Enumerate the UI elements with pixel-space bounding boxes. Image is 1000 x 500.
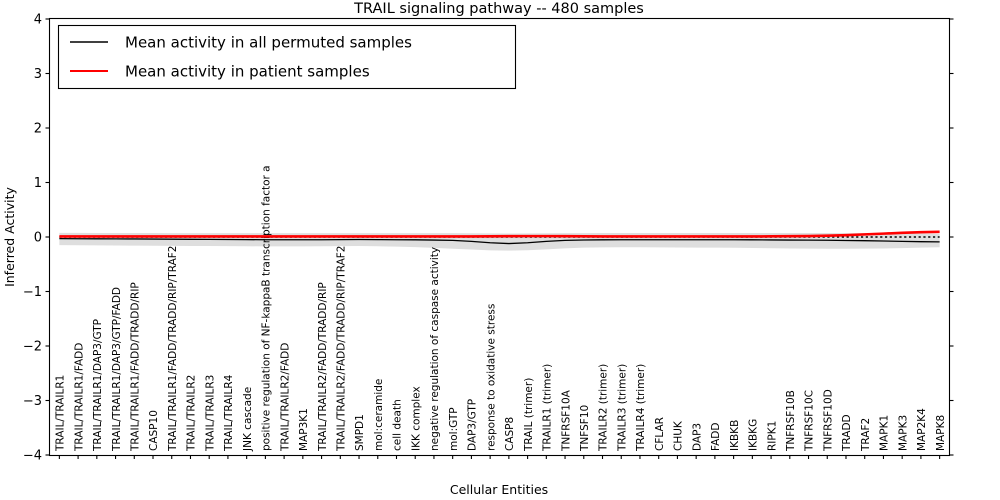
x-tick-label: TRAF2	[860, 418, 872, 452]
chart-legend: Mean activity in all permuted samplesMea…	[57, 24, 517, 90]
plot-area: 4 3 2 1 0 −1 −2 −3 −4 TRAIL/TRAILR1 TRAIL/TRAILR1…	[23, 13, 954, 464]
x-tick-label: mol:ceramide	[373, 379, 385, 451]
x-tick-label: TRAIL/TRAILR3	[204, 375, 216, 452]
x-tick-label: TRADD	[841, 414, 853, 452]
patient-mean-line	[59, 230, 940, 238]
y-tick-label: 1	[34, 176, 42, 191]
x-tick-label: DAP3/GTP	[467, 399, 479, 451]
y-axis-label: Inferred Activity	[2, 186, 17, 286]
y-tick-label: 2	[34, 122, 42, 137]
x-tick-label: TRAIL/TRAILR4	[223, 374, 235, 452]
y-tick-label: 4	[34, 13, 42, 28]
x-tick-label: MAPK8	[935, 415, 947, 451]
x-tick-label: TRAILR1 (trimer)	[542, 364, 554, 452]
y-tick-label: 0	[34, 231, 42, 246]
x-tick-label: IKBKG	[748, 419, 760, 451]
x-tick-label: MAP3K1	[298, 408, 310, 451]
y-tick-label: 3	[34, 67, 42, 82]
x-tick-label: TRAIL/TRAILR2	[186, 375, 198, 452]
x-tick-label: CASP10	[148, 410, 160, 451]
x-tick-label: DAP3	[691, 423, 703, 451]
x-tick-label: IKBKB	[729, 420, 741, 451]
x-tick-label: TNFRSF10D	[822, 389, 834, 452]
x-tick-label: FADD	[710, 423, 722, 451]
y-tick-label: −2	[23, 340, 42, 355]
x-tick-label: TNFRSF10A	[560, 389, 572, 452]
x-tick-label: TRAIL/TRAILR2/FADD/TRADD/RIP	[317, 282, 329, 452]
legend-label: Mean activity in patient samples	[125, 63, 370, 81]
legend-label: Mean activity in all permuted samples	[125, 34, 412, 52]
x-tick-label: TRAIL (trimer)	[523, 378, 535, 452]
x-tick-label: TNFRSF10C	[804, 390, 816, 452]
x-tick-label: CHUK	[673, 420, 685, 451]
plot-frame	[48, 17, 951, 457]
x-tick-label: TRAIL/TRAILR1/FADD/TRADD/RIP/TRAF2	[167, 246, 179, 452]
x-tick-label: TRAIL/TRAILR1	[55, 375, 67, 452]
x-tick-label: TRAIL/TRAILR1/DAP3/GTP	[92, 319, 104, 452]
x-tick-label: TRAILR2 (trimer)	[598, 364, 610, 452]
x-tick-label: TRAIL/TRAILR1/FADD	[73, 343, 85, 452]
x-tick-label: response to oxidative stress	[485, 304, 497, 451]
x-tick-label: IKK complex	[410, 386, 422, 451]
legend-items: Mean activity in all permuted samplesMea…	[70, 34, 412, 81]
x-axis-label: Cellular Entities	[450, 482, 548, 497]
x-tick-label: RIPK1	[766, 421, 778, 451]
x-tick-label: MAPK1	[879, 415, 891, 451]
x-tick-label: TNFSF10	[579, 405, 591, 452]
x-tick-label: positive regulation of NF-kappaB transcr…	[261, 165, 273, 451]
chart-title: TRAIL signaling pathway -- 480 samples	[353, 1, 644, 17]
legend-box	[57, 24, 517, 90]
x-tick-label: CFLAR	[654, 417, 666, 451]
x-tick-label: SMPD1	[354, 414, 366, 451]
x-tick-label: TRAILR4 (trimer)	[635, 364, 647, 452]
x-tick-label: TRAIL/TRAILR1/DAP3/GTP/FADD	[111, 287, 123, 452]
x-tick-label: TNFRSF10B	[785, 390, 797, 452]
x-tick-label: TRAIL/TRAILR1/FADD/TRADD/RIP	[129, 282, 141, 452]
y-tick-label: −3	[23, 394, 42, 409]
x-tick-label: MAPK3	[897, 415, 909, 451]
x-tick-label: mol:GTP	[448, 407, 460, 451]
x-tick-label: JNK cascade	[242, 387, 254, 452]
x-tick-label: cell death	[392, 399, 404, 451]
x-tick-label: MAP2K4	[916, 408, 928, 451]
x-tick-label: TRAIL/TRAILR2/FADD	[279, 343, 291, 452]
y-tick-label: −1	[23, 285, 42, 300]
permuted-mean-line	[59, 237, 940, 245]
x-tick-label: CASP8	[504, 417, 516, 451]
x-tick-label: TRAILR3 (trimer)	[616, 364, 628, 452]
x-tick-label: TRAIL/TRAILR2/FADD/TRADD/RIP/TRAF2	[336, 246, 348, 452]
x-tick-label: negative regulation of caspase activity	[429, 247, 441, 451]
y-tick-label: −4	[23, 449, 42, 464]
